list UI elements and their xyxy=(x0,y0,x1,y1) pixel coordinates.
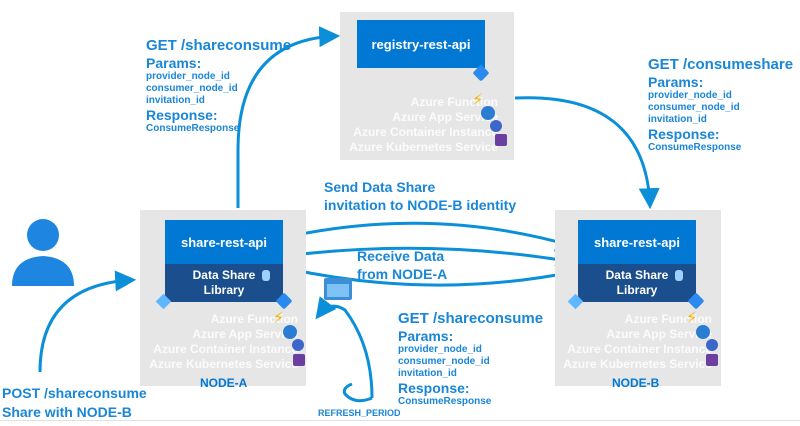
service-app: Azure App Service xyxy=(606,327,712,341)
response-label: Response: xyxy=(398,380,470,396)
registry-services: Azure Function Azure App Service Azure C… xyxy=(330,95,498,155)
node-a-library-label-1: Data Share xyxy=(192,268,256,282)
annotation-get-shareconsume-bottom: GET /shareconsume Params: provider_node_… xyxy=(398,310,543,408)
param-consumer: consumer_node_id xyxy=(146,83,238,94)
post-line-2: Share with NODE-B xyxy=(2,404,132,420)
node-b-library-label-2: Library xyxy=(616,283,658,297)
response-value: ConsumeResponse xyxy=(398,396,492,407)
service-kubernetes: Azure Kubernetes Service xyxy=(563,357,712,371)
window-icon xyxy=(324,278,352,300)
service-container: Azure Container Instance xyxy=(567,342,712,356)
params-label: Params: xyxy=(398,328,454,344)
receive-line-2: from NODE-A xyxy=(357,266,448,282)
annotation-title: GET /shareconsume xyxy=(146,37,292,54)
send-invite-line-1: Send Data Share xyxy=(324,179,436,195)
param-consumer: consumer_node_id xyxy=(648,102,740,113)
arrow-registry-to-node-b xyxy=(514,96,660,210)
annotation-get-shareconsume-top: GET /shareconsume Params: provider_node_… xyxy=(146,37,291,135)
node-b-services: Azure Function Azure App Service Azure C… xyxy=(548,312,712,372)
arrow-refresh-loop xyxy=(315,296,374,399)
send-invite-label: Send Data Share invitation to NODE-B ide… xyxy=(324,178,516,214)
registry-rest-api-box: registry-rest-api xyxy=(357,20,485,68)
post-shareconsume-label: POST /shareconsume Share with NODE-B xyxy=(2,384,147,422)
container-icon xyxy=(706,339,718,351)
param-invitation: invitation_id xyxy=(648,114,707,125)
node-a-library-label-2: Library xyxy=(203,283,245,297)
params-label: Params: xyxy=(648,74,704,90)
app-service-icon xyxy=(696,325,710,339)
param-consumer: consumer_node_id xyxy=(398,356,490,367)
kubernetes-icon xyxy=(706,354,718,366)
node-b-label: NODE-B xyxy=(612,376,660,390)
service-container: Azure Container Instance xyxy=(353,125,498,139)
lightning-icon: ⚡ xyxy=(273,310,285,327)
annotation-title: GET /consumeshare xyxy=(648,56,794,73)
container-icon xyxy=(490,120,502,132)
node-a-api-label: share-rest-api xyxy=(181,234,267,250)
app-service-icon xyxy=(481,106,495,120)
param-provider: provider_node_id xyxy=(146,71,230,82)
app-service-icon xyxy=(283,325,297,339)
response-label: Response: xyxy=(648,126,720,142)
refresh-period-label: REFRESH_PERIOD xyxy=(318,408,401,418)
lightning-icon: ⚡ xyxy=(472,92,484,109)
user-icon xyxy=(12,219,74,286)
service-function: Azure Function xyxy=(624,312,712,326)
post-line-1: POST /shareconsume xyxy=(2,385,147,401)
service-kubernetes: Azure Kubernetes Service xyxy=(149,357,298,371)
node-b-api-box: share-rest-api xyxy=(578,220,696,264)
registry-api-label: registry-rest-api xyxy=(371,36,471,52)
service-app: Azure App Service xyxy=(392,110,498,124)
arrow-data-to-node-b xyxy=(284,264,578,287)
lightning-icon: ⚡ xyxy=(686,310,698,327)
response-label: Response: xyxy=(146,107,218,123)
service-app: Azure App Service xyxy=(192,327,298,341)
kubernetes-icon xyxy=(293,354,305,366)
param-provider: provider_node_id xyxy=(648,90,732,101)
send-invite-line-2: invitation to NODE-B identity xyxy=(324,197,517,213)
node-a-services: Azure Function Azure App Service Azure C… xyxy=(134,312,298,372)
node-a-api-box: share-rest-api xyxy=(165,220,283,264)
service-container: Azure Container Instance xyxy=(153,342,298,356)
kubernetes-icon xyxy=(495,134,507,146)
arrow-node-a-to-registry xyxy=(236,26,341,208)
node-b-library-label-1: Data Share xyxy=(605,268,669,282)
receive-data-label: Receive Data from NODE-A xyxy=(357,247,447,283)
node-b-api-label: share-rest-api xyxy=(594,234,680,250)
node-a-label: NODE-A xyxy=(200,376,248,390)
service-kubernetes: Azure Kubernetes Service xyxy=(349,140,498,154)
response-value: ConsumeResponse xyxy=(146,123,240,134)
database-icon xyxy=(675,270,683,281)
database-icon xyxy=(262,270,270,281)
receive-line-1: Receive Data xyxy=(357,248,445,264)
arrow-post-shareconsume xyxy=(38,270,137,373)
annotation-get-consumeshare: GET /consumeshare Params: provider_node_… xyxy=(648,56,793,154)
arrow-receive-data xyxy=(280,243,574,265)
param-provider: provider_node_id xyxy=(398,344,482,355)
service-function: Azure Function xyxy=(410,95,498,109)
service-function: Azure Function xyxy=(210,312,298,326)
response-value: ConsumeResponse xyxy=(648,142,742,153)
params-label: Params: xyxy=(146,55,202,71)
arrow-send-invite xyxy=(281,221,578,252)
param-invitation: invitation_id xyxy=(398,368,457,379)
bottom-divider xyxy=(0,420,800,421)
param-invitation: invitation_id xyxy=(146,95,205,106)
container-icon xyxy=(292,339,304,351)
annotation-title: GET /shareconsume xyxy=(398,310,544,327)
